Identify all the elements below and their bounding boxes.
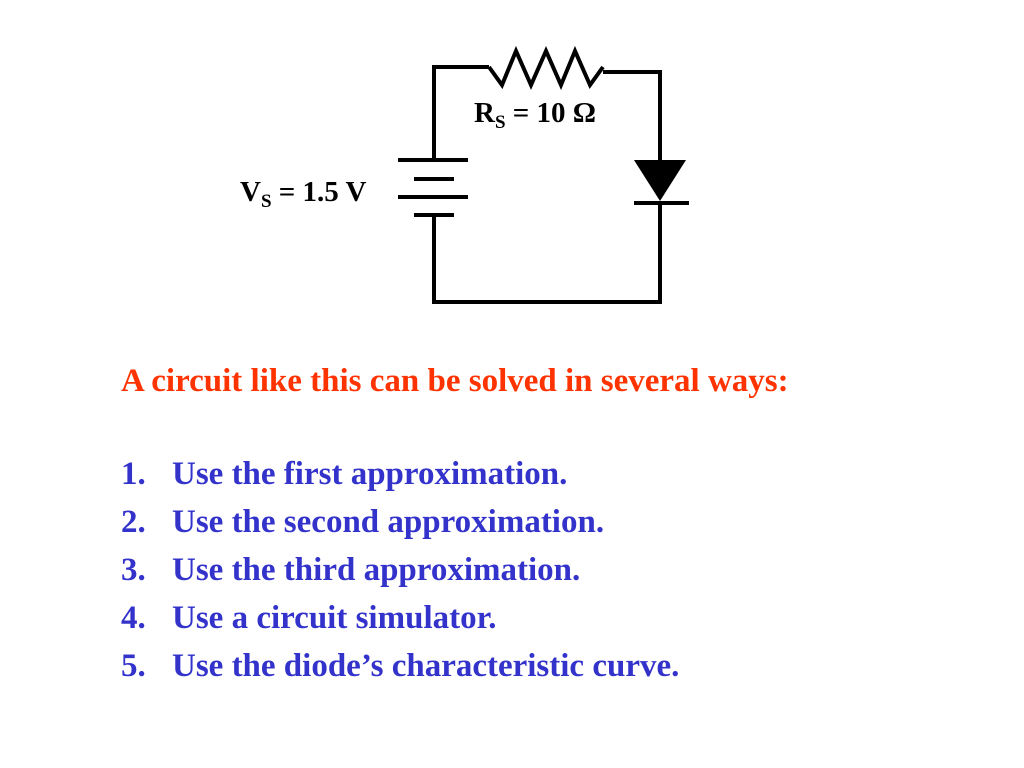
wire-top-left — [432, 65, 489, 160]
list-number: 1. — [121, 456, 146, 492]
battery-icon — [398, 158, 468, 217]
method-list: 1. Use the first approximation. 2. Use the… — [121, 455, 679, 695]
circuit-diagram — [398, 45, 689, 304]
list-text: Use the second approximation. — [172, 504, 605, 540]
list-item: 3. Use the third approximation. — [121, 551, 679, 599]
list-text: Use the first approximation. — [172, 456, 568, 492]
list-text: Use the diode’s characteristic curve. — [172, 648, 680, 684]
list-text: Use the third approximation. — [172, 552, 581, 588]
wire-bottom — [432, 203, 662, 304]
wire-top-right — [603, 70, 662, 160]
diode-icon — [634, 160, 686, 201]
list-text: Use a circuit simulator. — [172, 600, 497, 636]
list-number: 5. — [121, 648, 146, 684]
resistor-label: RS = 10 Ω — [474, 97, 597, 133]
list-item: 4. Use a circuit simulator. — [121, 599, 679, 647]
resistor-icon — [487, 45, 605, 91]
list-item: 1. Use the first approximation. — [121, 455, 679, 503]
source-voltage-label: VS = 1.5 V — [240, 176, 367, 212]
slide-heading: A circuit like this can be solved in sev… — [121, 363, 789, 399]
list-number: 4. — [121, 600, 146, 636]
list-item: 5. Use the diode’s characteristic curve. — [121, 647, 679, 695]
list-item: 2. Use the second approximation. — [121, 503, 679, 551]
list-number: 3. — [121, 552, 146, 588]
list-number: 2. — [121, 504, 146, 540]
